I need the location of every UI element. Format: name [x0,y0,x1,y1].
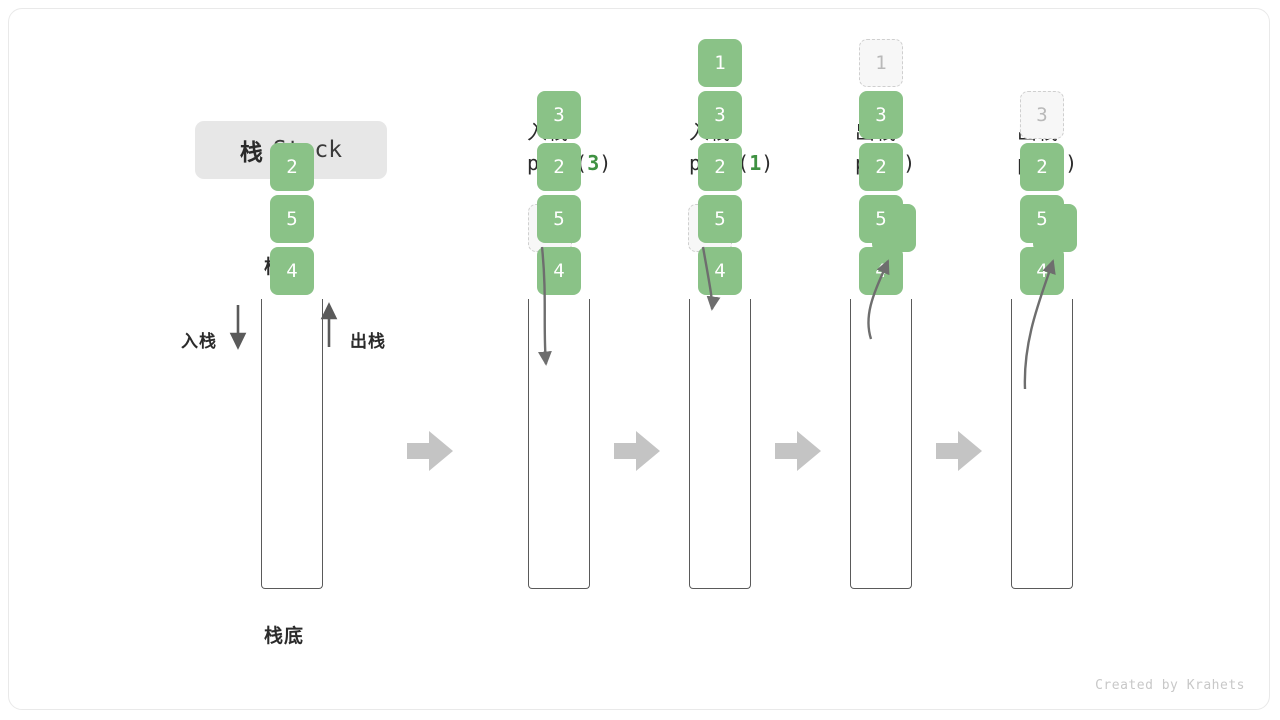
stack-container [528,299,590,589]
stack-cells: 4 5 2 3 1 [689,35,751,295]
stack-cell: 1 [698,39,742,87]
flow-connector [936,431,982,471]
fn-suffix: ) [1065,151,1078,175]
stack-cell-removed: 1 [859,39,903,87]
stack-cell: 2 [859,143,903,191]
stack-cell: 5 [270,195,314,243]
stack-cells: 4 5 2 3 [1011,87,1073,295]
stack-cell: 2 [270,143,314,191]
stack-cell: 2 [698,143,742,191]
stack-cell: 5 [859,195,903,243]
label-pop-direction: 出栈 [350,332,386,352]
stack-cell: 5 [698,195,742,243]
fn-argument: 3 [587,151,600,175]
stack-cell-removed: 3 [1020,91,1064,139]
title-cn: 栈 [239,140,264,166]
stack-container [1011,299,1073,589]
stack-container [261,299,323,589]
stack-cell: 4 [270,247,314,295]
stack-cell: 3 [698,91,742,139]
label-push-direction: 入栈 [181,332,217,352]
label-stack-bottom: 栈底 [264,625,305,647]
flow-connector [614,431,660,471]
stack-cell: 2 [1020,143,1064,191]
stack-cell: 4 [1020,247,1064,295]
fn-suffix: ) [903,151,916,175]
stack-cell: 5 [1020,195,1064,243]
stack-cell: 4 [698,247,742,295]
stack-cell: 5 [537,195,581,243]
fn-argument: 1 [749,151,762,175]
stack-container [689,299,751,589]
stack-cell: 4 [859,247,903,295]
arrow-overlay [229,246,1056,471]
stack-cell: 3 [537,91,581,139]
diagram-card: 栈 Stack 栈顶 栈底 入栈 出栈 4 5 2 入栈 push(3) 3 4… [8,8,1270,710]
stack-cells: 4 5 2 [261,139,323,295]
stack-cells: 4 5 2 3 [528,87,590,295]
flow-connector [775,431,821,471]
footer-credit: Created by Krahets [1095,678,1245,693]
stack-cells: 4 5 2 3 1 [850,35,912,295]
stack-container [850,299,912,589]
stack-cell: 4 [537,247,581,295]
flow-connector [407,431,453,471]
stack-cell: 3 [859,91,903,139]
fn-suffix: ) [761,151,774,175]
stack-cell: 2 [537,143,581,191]
fn-suffix: ) [599,151,612,175]
